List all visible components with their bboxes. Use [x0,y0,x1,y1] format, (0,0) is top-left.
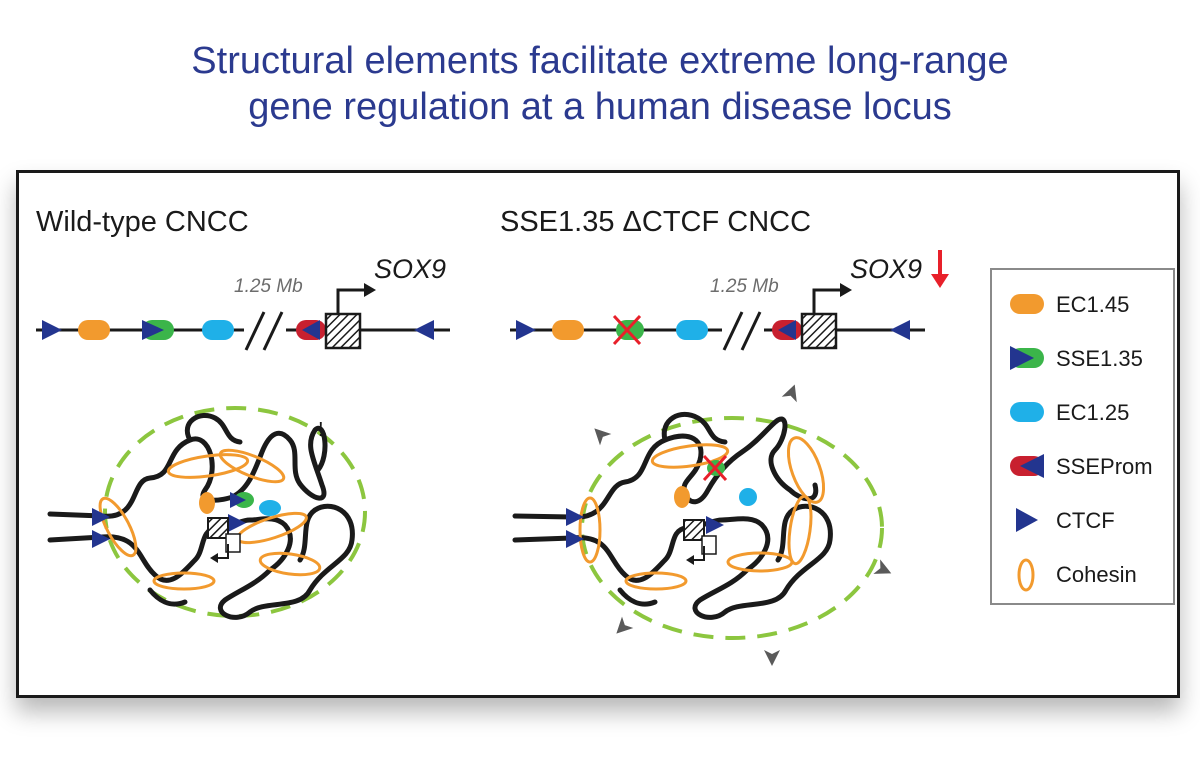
legend-item-sse135: SSE1.35 [992,338,1175,378]
tss-arrow [692,546,705,561]
sse135-element [230,492,254,508]
deletion-x-icon [702,454,728,482]
ctcf-triangle-icon [92,508,110,526]
mutant-label: SSE1.35 ΔCTCF CNCC [500,206,812,238]
ctcf-triangle-icon [42,320,62,340]
expansion-arrow-icon [594,428,612,446]
sseprom-element [296,320,326,340]
legend-label: EC1.25 [1056,400,1130,425]
ctcf-triangle-icon [566,530,584,548]
expansion-arrow-icon [764,650,780,666]
cohesin-ring-icon [98,496,138,558]
mutant-3d-chromatin [512,384,892,666]
sox9-label-right: SOX9 [850,254,923,284]
ctcf-triangle-icon [890,320,910,340]
ctcf-triangle-icon [516,320,536,340]
ec145-element [199,492,215,514]
ec145-element [674,486,690,508]
blue-oval-icon [1010,402,1044,422]
legend: EC1.45 SSE1.35 EC1.25 SSEProm CTCF Cohes… [990,268,1175,605]
ec125-element [202,320,234,340]
wild-type-label: Wild-type CNCC [36,206,249,238]
ec145-element [552,320,584,340]
tss-arrow [812,288,842,314]
break-mark [740,311,762,351]
sox9-label-left: SOX9 [374,254,447,284]
sox9-gene-box [683,519,705,541]
distance-label-left: 1.25 Mb [234,276,303,297]
legend-label: EC1.45 [1056,292,1130,317]
tad-boundary [580,416,884,640]
exclamation-mark: ! [318,419,324,441]
cohesin-ring-icon [786,436,826,504]
cohesin-ring-icon [152,571,216,591]
ec125-element [676,320,708,340]
legend-label: SSEProm [1056,454,1153,479]
down-arrow-icon [931,250,949,288]
gene-paper [701,535,717,555]
cohesin-ring-icon [166,453,250,479]
ring-icon [1017,558,1035,592]
sse135-element [142,320,174,340]
expansion-arrow-icon [873,559,892,574]
title-line-1: Structural elements facilitate extreme l… [191,40,1009,82]
ctcf-triangle-icon [414,320,434,340]
figure-title: Structural elements facilitate extreme l… [0,38,1200,130]
legend-item-cohesin: Cohesin [992,554,1175,594]
green-blue-element-icon [1010,346,1044,370]
ctcf-triangle-icon [566,508,584,526]
expansion-arrow-icon [616,616,634,634]
legend-label: CTCF [1056,508,1115,533]
wild-type-linear-locus [36,283,450,351]
ctcf-triangle-icon [92,530,110,548]
ec125-element [739,488,757,506]
tss-arrow [216,544,229,559]
distance-label-right: 1.25 Mb [710,276,779,297]
tad-boundary [103,406,367,618]
cohesin-ring-icon [650,443,730,469]
cohesin-ring-icon [578,496,602,564]
break-mark [262,311,284,351]
cohesin-ring-icon [624,571,688,591]
cohesin-ring-icon [218,448,286,484]
sox9-gene-box [800,312,838,350]
break-mark [722,311,744,351]
red-blue-element-icon [1010,454,1044,478]
expansion-arrows [594,384,892,666]
break-mark [244,311,266,351]
tss-arrow [336,288,366,314]
title-line-2: gene regulation at a human disease locus [248,86,952,128]
wild-type-3d-chromatin: ! [47,406,367,620]
mutant-linear-locus [510,250,949,351]
sox9-gene-box [207,517,229,539]
triangle-icon [1016,508,1038,532]
ec125-element [259,500,281,516]
cohesin-ring-icon [787,494,813,566]
legend-item-ec125: EC1.25 [992,392,1175,432]
gene-paper [225,533,241,553]
legend-item-sseprom: SSEProm [992,446,1175,486]
legend-label: Cohesin [1056,562,1137,587]
ctcf-triangle-icon [228,514,246,532]
legend-label: SSE1.35 [1056,346,1143,371]
sox9-gene-box [324,312,362,350]
cohesin-ring-icon [726,551,794,573]
orange-oval-icon [1010,294,1044,314]
legend-item-ec145: EC1.45 [992,284,1175,324]
ctcf-triangle-icon [706,516,724,534]
ec145-element [78,320,110,340]
sseprom-element [772,320,802,340]
cohesin-ring-icon [258,551,322,577]
deletion-x-icon [612,314,642,346]
legend-item-ctcf: CTCF [992,500,1175,540]
expansion-arrow-icon [781,384,797,403]
